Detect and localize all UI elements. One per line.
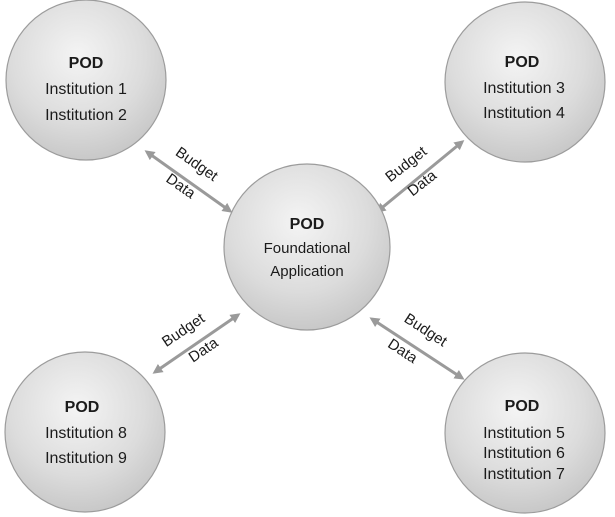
node-line: Institution 6 [483, 445, 565, 462]
node-line: Institution 4 [483, 105, 565, 122]
pod-node-top-right: POD Institution 3 Institution 4 [444, 1, 606, 163]
node-line: Institution 1 [45, 81, 127, 98]
node-title: POD [290, 216, 325, 233]
node-line: Institution 7 [483, 466, 565, 483]
edge-label-data: Data [163, 170, 199, 202]
node-line: Institution 9 [45, 450, 127, 467]
double-arrow-icon [369, 317, 465, 380]
node-circle [444, 1, 606, 163]
node-line: Institution 8 [45, 425, 127, 442]
node-line: Institution 5 [483, 425, 565, 442]
pod-node-center: POD Foundational Application [223, 163, 391, 331]
node-line: Application [270, 263, 343, 280]
double-arrow-icon [144, 150, 233, 213]
node-title: POD [505, 398, 540, 415]
node-line: Institution 3 [483, 80, 565, 97]
node-line: Foundational [264, 240, 351, 257]
node-line: Institution 2 [45, 107, 127, 124]
node-title: POD [65, 399, 100, 416]
edge-top-left: Budget Data [144, 144, 233, 213]
node-circle [444, 352, 606, 514]
node-circle [5, 0, 167, 161]
node-circle [223, 163, 391, 331]
pod-node-bottom-left: POD Institution 8 Institution 9 [4, 351, 166, 513]
node-circle [4, 351, 166, 513]
edge-label-data: Data [186, 334, 222, 366]
edge-top-right: Budget Data [375, 140, 465, 213]
pod-node-top-left: POD Institution 1 Institution 2 [5, 0, 167, 161]
double-arrow-icon [375, 140, 465, 213]
double-arrow-icon [152, 313, 241, 374]
pod-node-bottom-right: POD Institution 5 Institution 6 Institut… [444, 352, 606, 514]
edge-label-data: Data [385, 335, 421, 367]
node-title: POD [69, 55, 104, 72]
node-title: POD [505, 54, 540, 71]
edge-bottom-right: Budget Data [369, 310, 465, 380]
edge-bottom-left: Budget Data [152, 309, 241, 374]
